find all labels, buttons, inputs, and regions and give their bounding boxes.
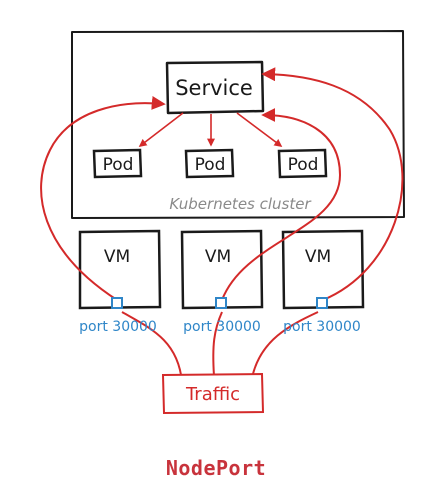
port-3-label: port 30000 (283, 319, 361, 335)
vm-3-label: VM (305, 247, 331, 267)
traffic-to-port-1-curve (121, 311, 183, 383)
vm-2: VM (180, 229, 264, 310)
vm-1: VM (78, 229, 162, 310)
pod-3: Pod (277, 148, 328, 179)
diagram-title: NodePort (165, 456, 267, 480)
vm-2-label: VM (205, 247, 231, 267)
traffic-to-port-3-curve (251, 311, 319, 379)
port-3-to-service-arrow (261, 67, 404, 301)
port-3-marker (316, 297, 328, 309)
pod-2: Pod (184, 148, 235, 179)
cluster-label: Kubernetes cluster (169, 195, 311, 213)
port-1-label: port 30000 (79, 319, 157, 335)
port-1-to-service-arrow (40, 95, 166, 301)
port-1-marker (111, 297, 123, 309)
port-2-to-service-arrow (221, 108, 342, 301)
vm-3: VM (281, 229, 365, 310)
pod-1-label: Pod (103, 155, 134, 175)
pod-2-label: Pod (195, 155, 226, 175)
service-to-pod-1-arrow (138, 112, 184, 147)
traffic-to-port-2-curve (212, 311, 223, 377)
service-to-pod-3-arrow (236, 112, 283, 147)
port-2-label: port 30000 (183, 319, 261, 335)
pod-1: Pod (92, 148, 143, 179)
vm-1-label: VM (104, 247, 130, 267)
service-label: Service (175, 76, 253, 100)
cluster-box (71, 30, 405, 219)
traffic-label: Traffic (185, 384, 240, 405)
traffic-box (161, 372, 265, 415)
pod-3-label: Pod (288, 155, 319, 175)
port-2-marker (215, 297, 227, 309)
